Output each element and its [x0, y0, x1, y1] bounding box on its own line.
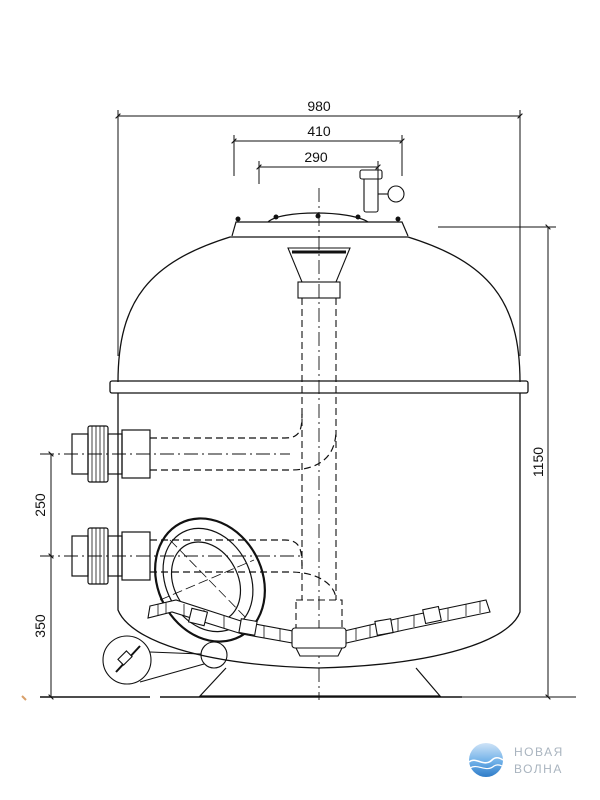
watermark-logo: НОВАЯ ВОЛНА — [468, 743, 564, 777]
drain-valve-detail — [102, 635, 228, 685]
upper-port — [40, 413, 337, 483]
dimension-total-height: 1150 — [530, 447, 546, 477]
tank-lid — [231, 212, 409, 237]
pressure-gauge — [359, 169, 405, 213]
dimension-lower-port-height: 350 — [32, 614, 48, 638]
lower-port — [40, 527, 337, 601]
dimension-lines — [21, 110, 576, 701]
tank-base — [160, 667, 462, 698]
laterals — [147, 599, 491, 657]
wave-logo-icon — [469, 743, 503, 777]
dimension-port-spacing: 250 — [32, 493, 48, 517]
dimension-lid-inner: 290 — [304, 149, 328, 165]
watermark-line-1: НОВАЯ — [514, 745, 564, 759]
watermark-line-2: ВОЛНА — [514, 762, 563, 776]
central-pipe — [287, 247, 351, 631]
dimension-lid-outer: 410 — [307, 123, 331, 139]
dimension-overall-width: 980 — [307, 98, 331, 114]
